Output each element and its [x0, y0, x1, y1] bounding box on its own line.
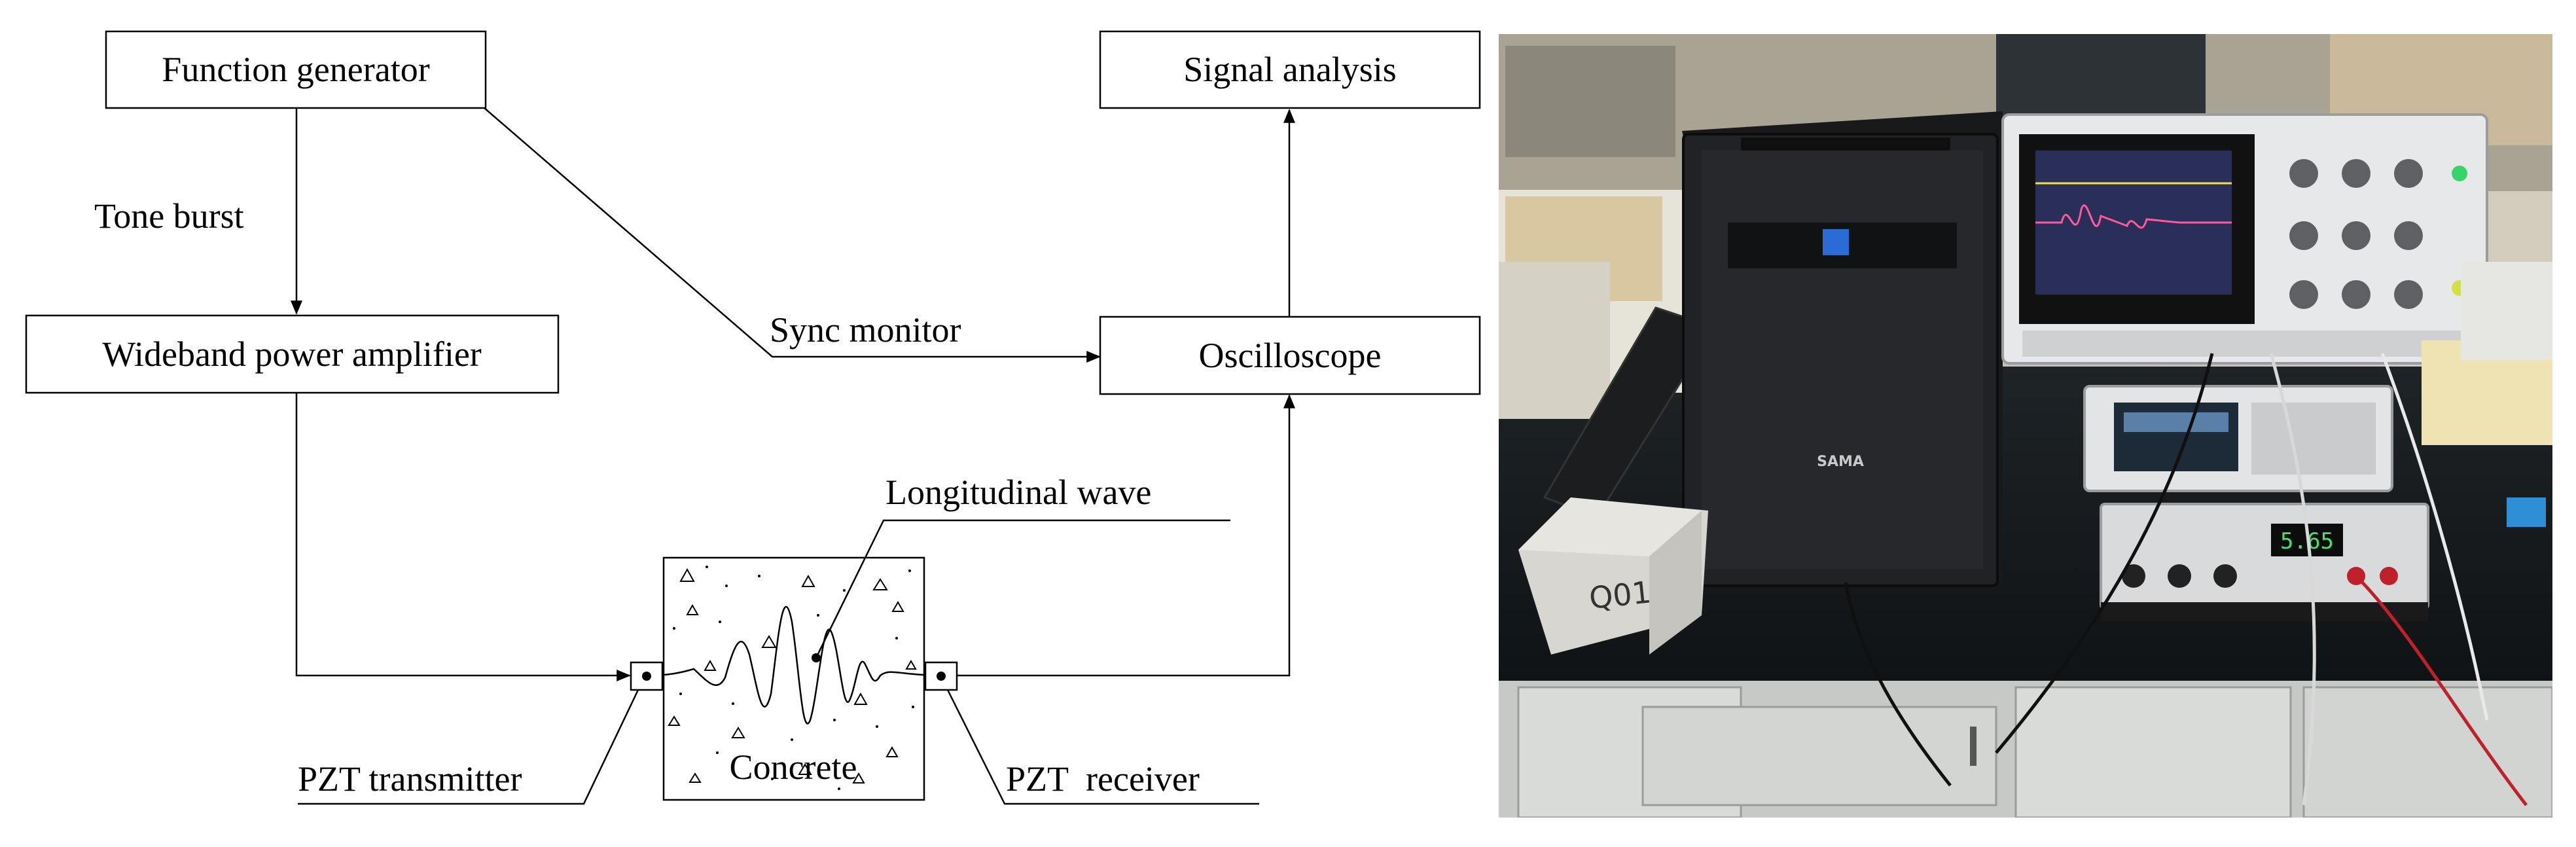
sync-line-generator-to-oscilloscope — [484, 107, 1101, 363]
cables — [1844, 353, 2528, 806]
signal-analysis-label: Signal analysis — [1183, 50, 1396, 89]
connection-lines — [291, 107, 1295, 681]
signal-analysis-block: Signal analysis — [1099, 30, 1481, 109]
function-generator-block: Function generator — [105, 30, 487, 109]
concrete-specimen-photo: Q01 — [1518, 497, 1708, 655]
specimen-marking: Q01 — [1588, 574, 1653, 616]
concrete-specimen: Concrete — [647, 556, 943, 801]
pzt-transmitter — [630, 661, 664, 691]
longitudinal-wave-label: Longitudinal wave — [885, 473, 1151, 512]
pc-tower: SAMA — [1682, 111, 2003, 587]
wideband-amplifier-block: Wideband power amplifier — [25, 314, 560, 394]
pzt-transmitter-callout: PZT transmitter — [298, 689, 639, 805]
tone-burst-label: Tone burst — [94, 196, 244, 236]
lab-photo: SAMA Q01 — [1499, 34, 2552, 818]
wire-receiver-to-oscilloscope — [956, 394, 1295, 677]
pzt-receiver — [924, 661, 958, 691]
longitudinal-wave-callout: Longitudinal wave — [812, 473, 1230, 662]
aggregate-texture — [668, 568, 917, 784]
function-generator-label: Function generator — [162, 50, 429, 89]
pc-brand-label: SAMA — [1817, 454, 1864, 470]
power-amplifier-instrument: 5.65 — [2100, 503, 2429, 622]
oscilloscope-label: Oscilloscope — [1199, 336, 1382, 375]
concrete-label: Concrete — [730, 748, 857, 787]
pzt-receiver-label: PZT receiver — [1006, 759, 1200, 799]
wideband-amplifier-label: Wideband power amplifier — [102, 334, 482, 374]
concrete-block — [662, 556, 925, 801]
pzt-receiver-callout: PZT receiver — [946, 689, 1259, 805]
oscilloscope-instrument — [2001, 113, 2488, 365]
pzt-transmitter-label: PZT transmitter — [298, 759, 522, 799]
aggregate-dots — [673, 566, 914, 790]
oscilloscope-knobs — [2289, 159, 2423, 309]
function-generator-instrument — [2083, 385, 2393, 492]
oscilloscope-block: Oscilloscope — [1099, 315, 1481, 395]
block-diagram: Function generator Wideband power amplif… — [25, 30, 1481, 805]
wire-amplifier-to-transmitter — [295, 393, 631, 681]
longitudinal-wave-shape — [647, 605, 943, 725]
sync-monitor-label: Sync monitor — [770, 310, 961, 350]
